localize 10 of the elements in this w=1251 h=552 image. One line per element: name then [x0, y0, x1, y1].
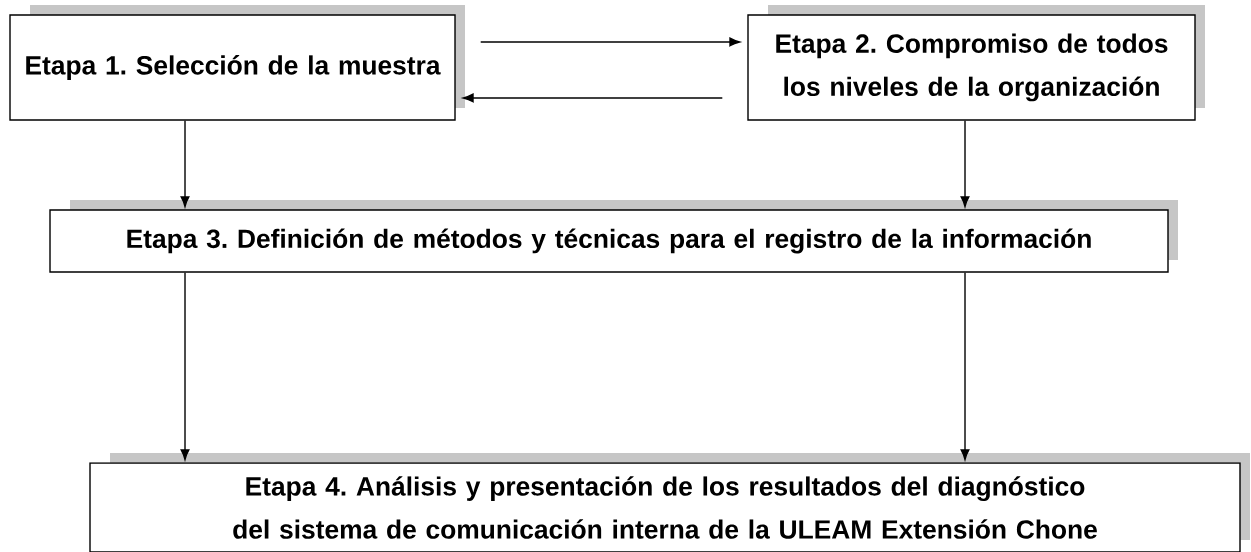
arrow — [180, 120, 190, 208]
arrow — [462, 93, 723, 103]
process-box: Etapa 1. Selección de la muestra — [9, 5, 465, 121]
process-box: Etapa 4. Análisis y presentación de los resultados del diagnóstico del sistema de comunicación interna de la ULEAM Extensión Chone — [89, 453, 1250, 552]
process-box: Etapa 3. Definición de métodos y técnicas para el registro de la información — [49, 200, 1178, 273]
arrow — [480, 37, 741, 47]
arrow — [180, 272, 190, 461]
arrow — [960, 272, 970, 461]
process-box: Etapa 2. Compromiso de todos los niveles de la organización — [747, 5, 1205, 121]
arrow — [960, 120, 970, 208]
